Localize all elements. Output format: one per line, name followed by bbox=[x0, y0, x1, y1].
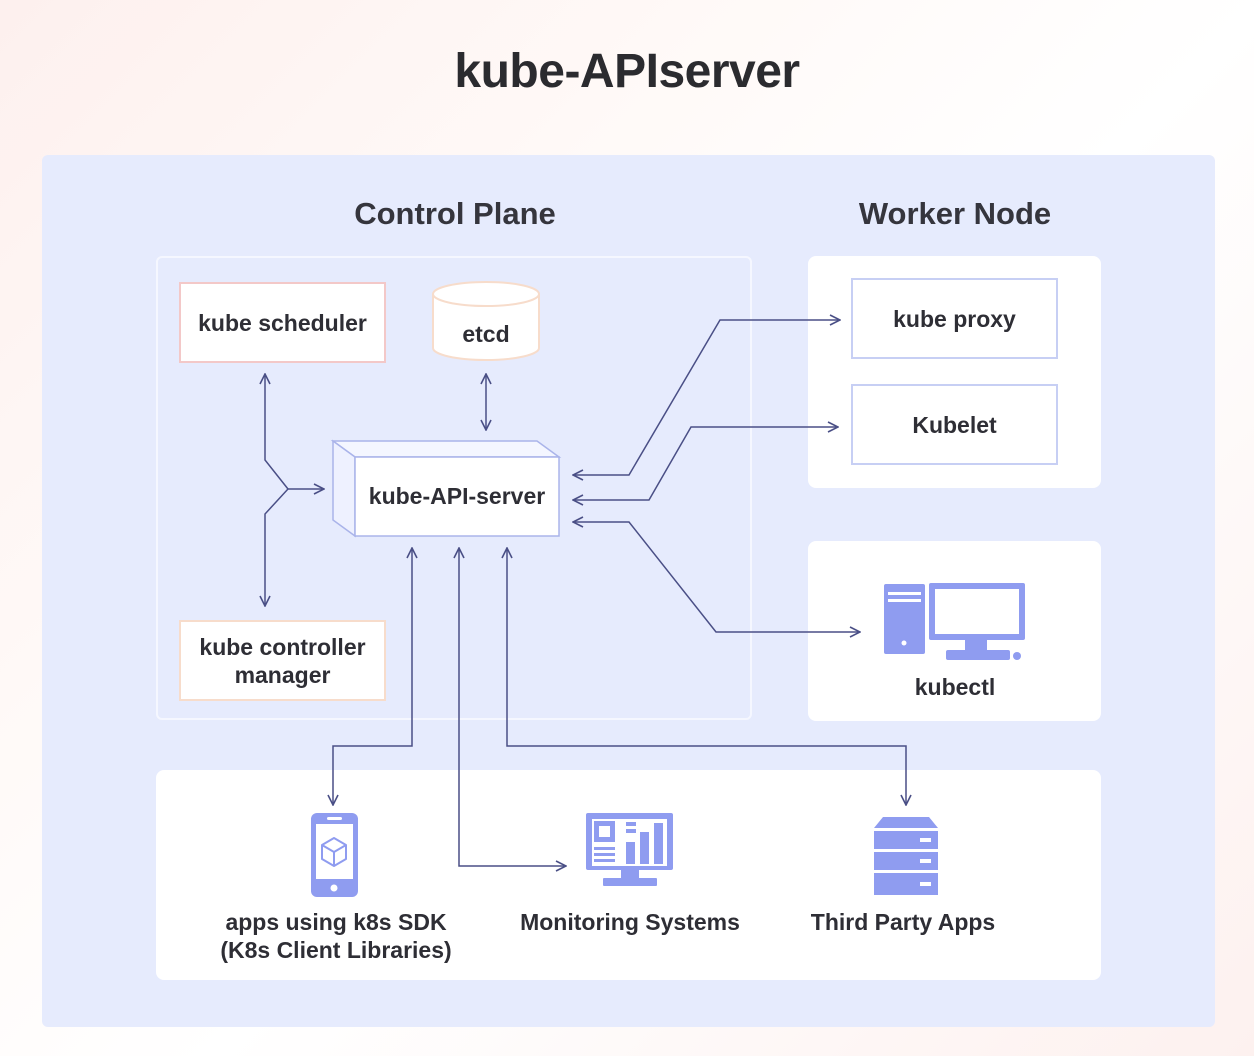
api-kubelet-connector bbox=[573, 427, 838, 500]
sdk-apps-label-line2: (K8s Client Libraries) bbox=[220, 937, 452, 963]
api-server-label: kube-API-server bbox=[368, 483, 546, 509]
kube-scheduler-label: kube scheduler bbox=[198, 309, 367, 336]
kube-scheduler-node: kube scheduler bbox=[179, 282, 386, 363]
api-monitoring-connector bbox=[459, 548, 566, 866]
kubelet-label: Kubelet bbox=[912, 411, 997, 438]
etcd-label: etcd bbox=[462, 321, 510, 347]
api-third-party-connector bbox=[507, 548, 906, 805]
scheduler-controller-connector bbox=[265, 374, 289, 606]
kube-proxy-label: kube proxy bbox=[893, 305, 1016, 332]
monitoring-icon bbox=[586, 813, 673, 886]
computer-icon bbox=[884, 583, 1025, 660]
diagram-title: kube-APIserver bbox=[454, 45, 800, 98]
etcd-cylinder bbox=[432, 281, 540, 361]
api-kube-proxy-connector bbox=[573, 320, 840, 475]
api-sdk-connector bbox=[333, 548, 412, 805]
kubectl-label: kubectl bbox=[914, 674, 996, 700]
sdk-apps-label-line1: apps using k8s SDK bbox=[225, 909, 447, 935]
server-icon bbox=[874, 817, 938, 895]
api-kubectl-connector bbox=[573, 522, 860, 632]
monitoring-systems-label: Monitoring Systems bbox=[520, 909, 740, 935]
kubelet-node: Kubelet bbox=[851, 384, 1058, 465]
third-party-apps-label: Third Party Apps bbox=[810, 909, 996, 935]
kube-proxy-node: kube proxy bbox=[851, 278, 1058, 359]
api-server-box bbox=[330, 439, 562, 538]
phone-icon bbox=[311, 813, 358, 897]
control-plane-title: Control Plane bbox=[354, 196, 556, 231]
connectors bbox=[265, 320, 906, 866]
worker-node-title: Worker Node bbox=[858, 196, 1052, 231]
